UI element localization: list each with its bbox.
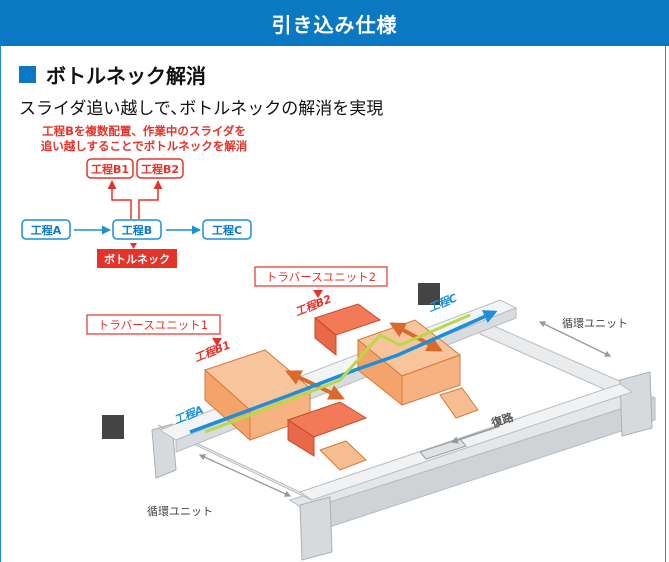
branch-arrow-b1 [107,180,132,219]
step-b1-box [86,158,134,179]
flow-line-green [204,313,471,434]
bottleneck-pointer-icon [130,243,137,249]
step-a-label: 工程A [31,223,62,237]
traverse-2-pointer-icon [313,290,323,298]
section-heading: ボトルネック解消 [19,60,206,89]
step-b1-tag: 工程B1 [192,338,232,364]
left-leg [151,423,177,479]
header-title: 引き込み仕様 [271,12,398,37]
bottleneck-badge [97,249,177,268]
flow-line-blue [189,310,498,434]
circ-arrow-right [538,321,612,357]
traverse-1-pointer-icon [212,338,222,346]
step-b2-box [136,158,184,179]
section-title: ボトルネック解消 [46,64,206,88]
traverse-unit-1-foot [319,440,367,471]
content-frame [0,46,666,562]
traverse-1-label: トラバースユニット1 [98,318,208,332]
square-bullet-icon [19,66,36,83]
slider-2-front [314,316,337,357]
right-leg [619,371,653,437]
slider-1-front [287,419,315,457]
return-arrow [450,425,501,444]
bottleneck-note: 工程Bを複数配置、作業中のスライダを 追い越しすることでボトルネックを解消 [20,124,268,154]
traverse-1-label-box [86,314,221,335]
step-a-box [21,219,71,240]
bottleneck-label: ボトルネック [104,252,170,266]
traverse-unit-2-foot [439,387,479,419]
note-line-2: 追い越しすることでボトルネックを解消 [40,139,248,153]
page-header: 引き込み仕様 [0,0,669,46]
motor-right-icon [418,283,440,305]
step-b-label: 工程B [122,223,152,237]
note-line-1: 工程Bを複数配置、作業中のスライダを [42,124,246,138]
circ-unit-bottom-label: 循環ユニット [147,505,213,518]
step-c-box [202,219,252,240]
motor-left-icon [102,415,124,439]
return-carriage [419,438,467,460]
step-b1-label: 工程B1 [91,162,129,176]
circ-arrow-left [198,454,292,497]
front-leg [299,496,333,561]
branch-arrow-b2 [138,180,163,219]
step-b2-label: 工程B2 [141,162,179,176]
traverse-2-label: トラバースユニット2 [266,270,376,284]
circ-unit-right-label: 循環ユニット [562,317,628,330]
lead-text: スライダ追い越しで､ボトルネックの解消を実現 [19,99,384,119]
step-c-label: 工程C [212,223,242,237]
traverse-unit-2-side [401,354,461,406]
step-b-box [112,219,162,240]
traverse-2-label-box [254,266,388,287]
